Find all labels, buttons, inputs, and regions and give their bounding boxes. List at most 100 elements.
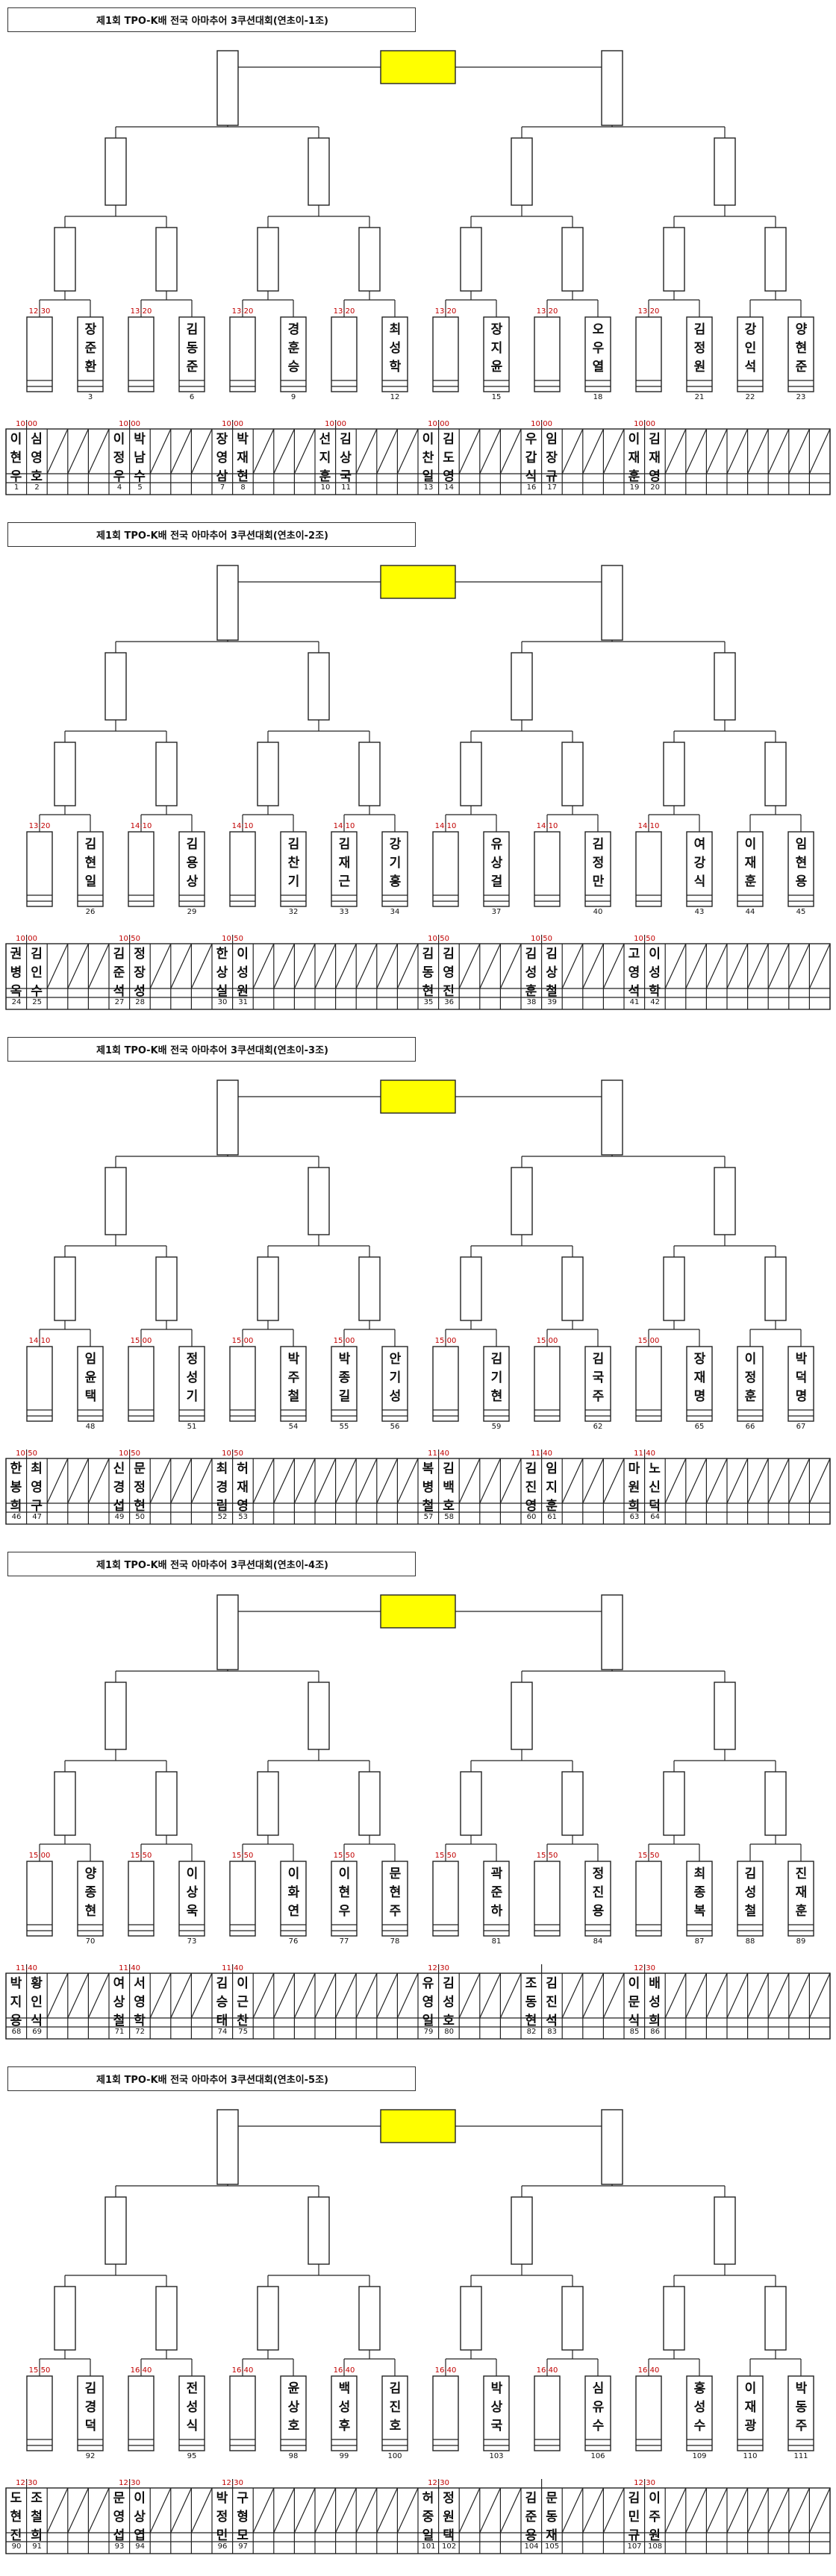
empty-slot-diagonal [273,1972,295,2019]
empty-slot-diagonal [355,1458,378,1504]
empty-slot-diagonal [252,428,275,474]
seed-number: 33 [339,908,349,916]
seed-number: 55 [339,1423,349,1431]
round16-box [561,742,584,806]
seed-number: 29 [187,908,197,916]
quarter-box [714,2196,736,2265]
player-name: 김정원 [693,322,706,375]
player-name: 노신덕 [649,1461,661,1514]
player-box [432,831,459,907]
player-box [635,316,662,392]
player-name: 정성기 [186,1352,199,1404]
seed-number: 41 [629,998,640,1006]
player-name: 이재훈 [744,837,757,889]
seed-number: 59 [491,1423,502,1431]
seed-number: 24 [11,998,22,1006]
semifinal-box [601,565,623,641]
match-time: 10:50 [531,935,552,943]
match-time: 14:10 [333,822,355,830]
seed-number: 80 [444,2028,454,2036]
seed-number: 95 [187,2452,197,2460]
player-name: 한봉희 [10,1461,22,1514]
player-box [432,316,459,392]
round16-box [764,227,787,292]
empty-slot-diagonal [190,1458,213,1504]
empty-slot-diagonal [46,428,69,474]
seed-number: 93 [114,2542,125,2551]
seed-number: 12 [390,393,400,401]
player-box [432,2375,459,2451]
empty-slot-diagonal [499,943,522,989]
player-box [381,1346,408,1422]
empty-slot-diagonal [190,1972,213,2019]
round16-box [257,1256,279,1321]
player-name: 정원택 [443,2491,455,2543]
empty-slot-diagonal [499,2487,522,2533]
player-box [229,2375,256,2451]
empty-slot-diagonal [561,2487,584,2533]
round16-box [764,2286,787,2351]
empty-slot-diagonal [788,2487,810,2533]
player-name: 박동주 [795,2381,808,2434]
player-box [737,1346,764,1422]
player-name: 김찬기 [287,837,300,889]
round16-box [460,2286,482,2351]
empty-slot-diagonal [87,2487,110,2533]
empty-slot-diagonal [376,1458,398,1504]
final-box [380,565,456,599]
player-box [178,831,205,907]
player-name: 이찬일 [422,432,434,484]
empty-slot-diagonal [685,943,707,989]
seed-number: 1 [13,483,19,492]
empty-slot-diagonal [602,428,625,474]
player-box [432,1346,459,1422]
empty-slot-diagonal [685,2487,707,2533]
player-box [280,831,307,907]
empty-slot-diagonal [582,1458,604,1504]
seed-number: 31 [238,998,248,1006]
player-name: 임현용 [795,837,808,889]
empty-slot-diagonal [46,1972,69,2019]
player-box [534,831,561,907]
seed-number: 9 [290,393,296,401]
seed-number: 64 [650,1513,660,1521]
seed-number: 4 [116,483,122,492]
empty-slot-diagonal [705,428,728,474]
player-name: 경훈승 [287,322,300,375]
player-name: 정진용 [592,1867,605,1919]
round16-box [561,227,584,292]
player-box [483,2375,510,2451]
empty-slot-diagonal [293,1972,316,2019]
seed-number: 46 [11,1513,22,1521]
match-time: 15:50 [130,1852,152,1860]
match-time: 12:30 [428,2479,449,2487]
seed-number: 30 [217,998,228,1006]
player-name: 최종복 [693,1867,706,1919]
player-name: 심영호 [31,432,43,484]
player-box [381,316,408,392]
match-time: 12:30 [28,307,51,316]
empty-slot-diagonal [376,943,398,989]
player-name: 김진영 [525,1461,537,1514]
match-time: 10:50 [16,1450,37,1458]
quarter-box [104,1682,127,1750]
player-name: 박덕명 [795,1352,808,1404]
round16-box [663,1256,685,1321]
player-name: 정장성 [134,947,146,999]
player-name: 오우열 [592,322,605,375]
seed-number: 89 [796,1937,806,1946]
seed-number: 43 [694,908,705,916]
player-box [686,2375,713,2451]
round16-box [54,742,76,806]
empty-slot-diagonal [664,2487,687,2533]
player-name: 장지윤 [490,322,503,375]
empty-slot-diagonal [664,1458,687,1504]
player-box [178,2375,205,2451]
player-box [686,316,713,392]
player-name: 김도영 [443,432,455,484]
player-box [77,316,104,392]
player-name: 황인식 [31,1976,43,2028]
round16-box [561,1771,584,1836]
match-time: 13:20 [637,307,660,316]
semifinal-box [601,2109,623,2185]
